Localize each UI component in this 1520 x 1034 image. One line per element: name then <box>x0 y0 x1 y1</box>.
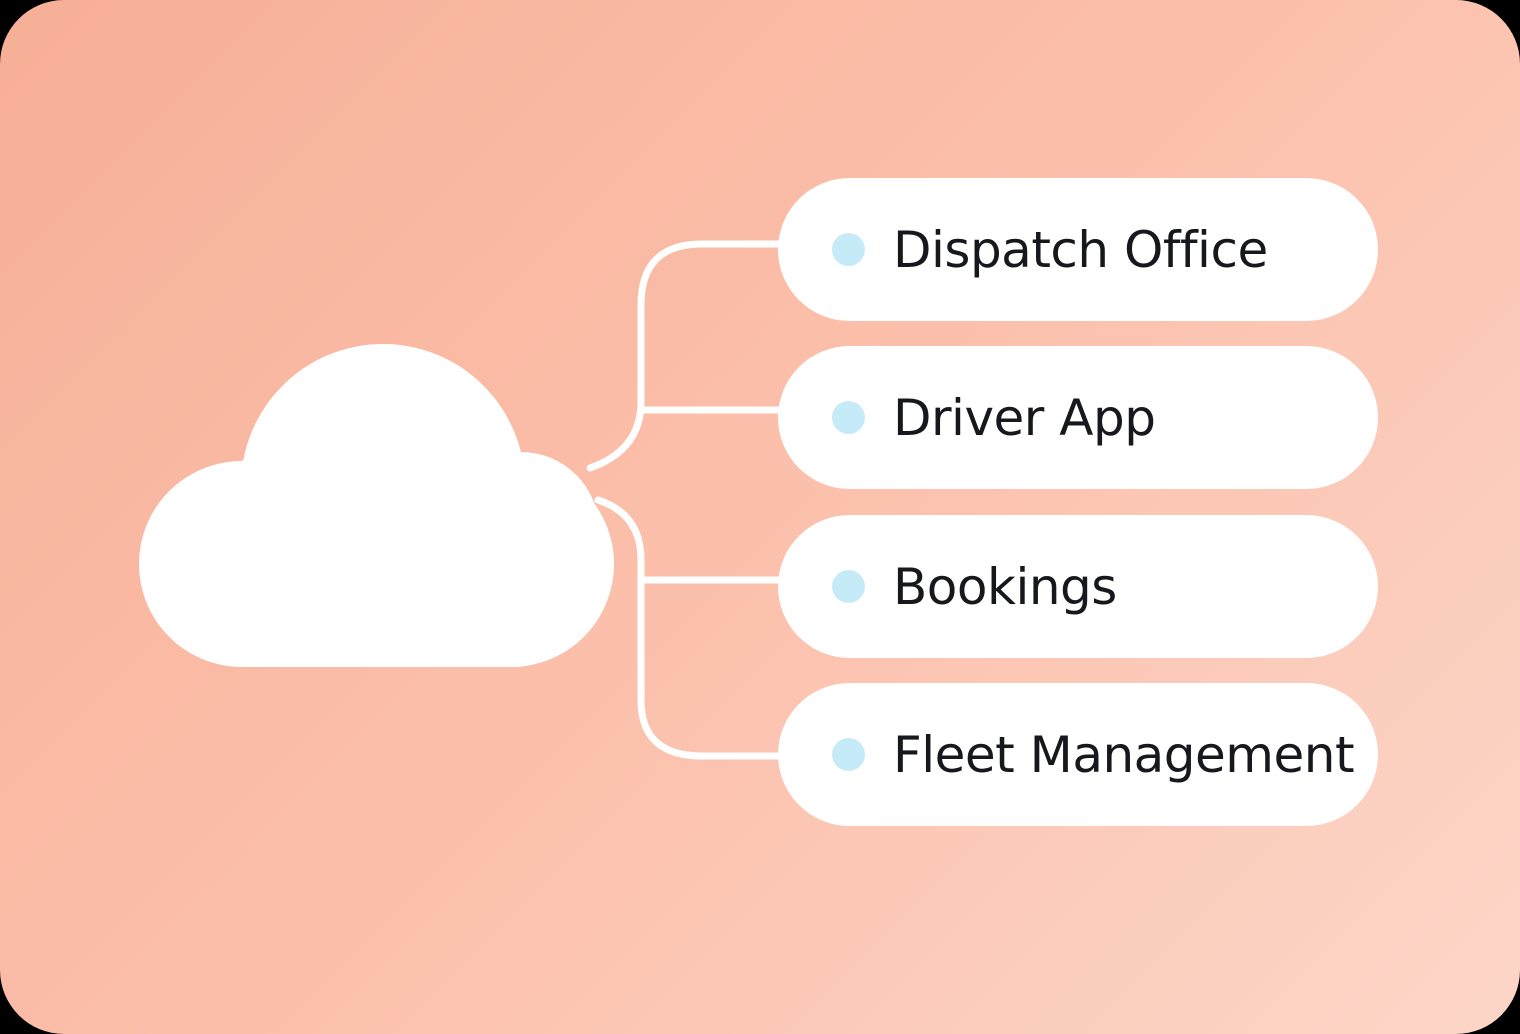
status-dot-icon <box>832 233 865 266</box>
connector-upper-trunk <box>586 240 786 472</box>
connector-lower-trunk <box>594 496 786 760</box>
destination-label: Fleet Management <box>893 725 1355 784</box>
destination-fleet-management: Fleet Management <box>778 683 1378 826</box>
status-dot-icon <box>832 401 865 434</box>
status-dot-icon <box>832 738 865 771</box>
destination-label: Bookings <box>893 557 1117 616</box>
destination-driver-app: Driver App <box>778 346 1378 489</box>
destination-label: Dispatch Office <box>893 220 1268 279</box>
destination-bookings: Bookings <box>778 515 1378 658</box>
status-dot-icon <box>832 570 865 603</box>
destination-dispatch-office: Dispatch Office <box>778 178 1378 321</box>
destination-label: Driver App <box>893 388 1156 447</box>
